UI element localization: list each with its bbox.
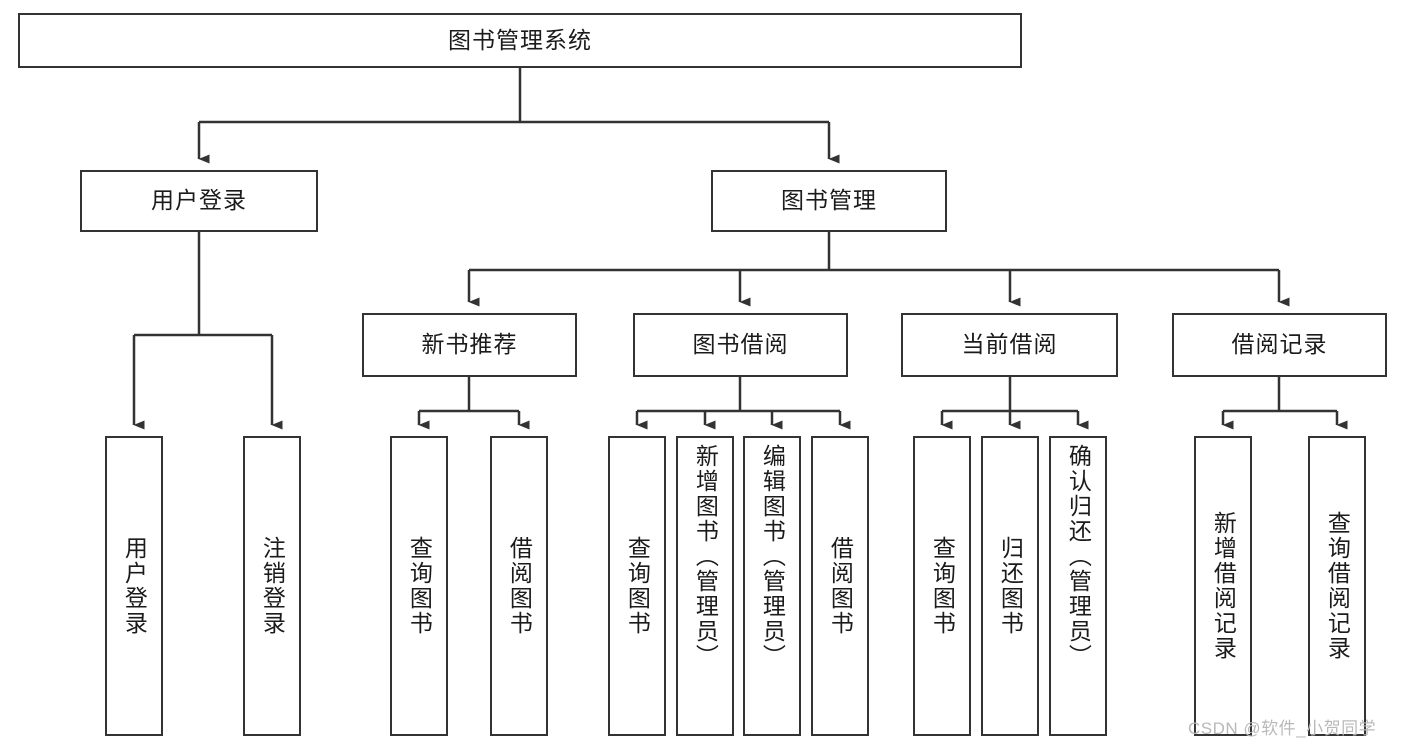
node-label: 用户登录 [121,536,148,636]
node-borrow-record[interactable]: 借阅记录 [1172,313,1387,377]
node-new-book-recommend[interactable]: 新书推荐 [362,313,577,377]
node-label: 查询借阅记录 [1324,511,1351,661]
node-label: 用户登录 [151,187,247,214]
leaf-book-borrow-borrow-book[interactable]: 借阅图书 [811,436,869,736]
node-label: 查询图书 [929,536,956,636]
node-current-borrow[interactable]: 当前借阅 [901,313,1118,377]
leaf-borrow-record-add-record[interactable]: 新增借阅记录 [1194,436,1252,736]
node-book-borrow[interactable]: 图书借阅 [633,313,848,377]
leaf-current-borrow-return-book[interactable]: 归还图书 [981,436,1039,736]
node-book-management[interactable]: 图书管理 [711,170,947,232]
leaf-current-borrow-confirm-return-admin[interactable]: 确认归还（管理员） [1049,436,1107,736]
leaf-book-borrow-edit-book-admin[interactable]: 编辑图书（管理员） [743,436,801,736]
node-label: 新增图书（管理员） [692,444,719,669]
leaf-new-book-query-book[interactable]: 查询图书 [390,436,448,736]
node-label: 新书推荐 [421,331,518,358]
node-label: 图书借阅 [692,331,789,358]
leaf-new-book-borrow-book[interactable]: 借阅图书 [490,436,548,736]
node-label: 借阅图书 [827,536,854,636]
csdn-watermark: CSDN @软件_小贺同学 [1188,719,1377,738]
node-label: 归还图书 [997,536,1024,636]
node-label: 借阅图书 [506,536,533,636]
node-label: 新增借阅记录 [1210,511,1237,661]
node-user-login[interactable]: 用户登录 [80,170,318,232]
node-label: 图书管理系统 [448,26,592,53]
node-label: 编辑图书（管理员） [759,444,786,669]
leaf-book-borrow-add-book-admin[interactable]: 新增图书（管理员） [676,436,734,736]
node-label: 当前借阅 [961,331,1058,358]
node-label: 查询图书 [624,536,651,636]
node-root-book-management-system[interactable]: 图书管理系统 [18,13,1022,68]
leaf-borrow-record-query-record[interactable]: 查询借阅记录 [1308,436,1366,736]
node-label: 确认归还（管理员） [1065,444,1092,669]
leaf-current-borrow-query-book[interactable]: 查询图书 [913,436,971,736]
node-label: 图书管理 [781,187,877,214]
leaf-user-login-login[interactable]: 用户登录 [105,436,163,736]
leaf-user-login-logout[interactable]: 注销登录 [243,436,301,736]
node-label: 注销登录 [259,536,286,636]
leaf-book-borrow-query-book[interactable]: 查询图书 [608,436,666,736]
node-label: 借阅记录 [1231,331,1328,358]
node-label: 查询图书 [406,536,433,636]
